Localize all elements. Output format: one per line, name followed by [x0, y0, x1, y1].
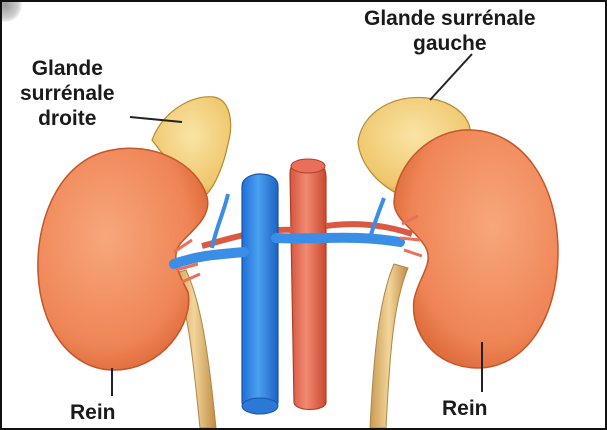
right-renal-vein [276, 238, 400, 242]
vena-cava [242, 174, 278, 413]
label-left-adrenal: Glande surrénale droite [20, 56, 115, 131]
left-renal-vein [174, 252, 244, 264]
right-ureter [370, 264, 408, 428]
right-kidney [394, 130, 558, 368]
aorta-top [291, 159, 325, 173]
label-right-kidney: Rein [442, 396, 488, 421]
label-left-adrenal-line2: surrénale [20, 81, 115, 106]
right-adrenal-vein [370, 198, 384, 238]
right-renal-artery [326, 224, 412, 234]
aorta [290, 160, 326, 410]
label-right-adrenal-line2: gauche [364, 31, 536, 56]
label-left-adrenal-line3: droite [20, 106, 115, 131]
vena-cava-bottom [242, 398, 278, 414]
label-right-adrenal-line1: Glande surrénale [364, 6, 536, 31]
label-right-adrenal: Glande surrénale gauche [364, 6, 536, 56]
label-left-adrenal-line1: Glande [20, 56, 115, 81]
label-left-kidney: Rein [70, 400, 116, 425]
leader-right-gland [430, 54, 472, 100]
